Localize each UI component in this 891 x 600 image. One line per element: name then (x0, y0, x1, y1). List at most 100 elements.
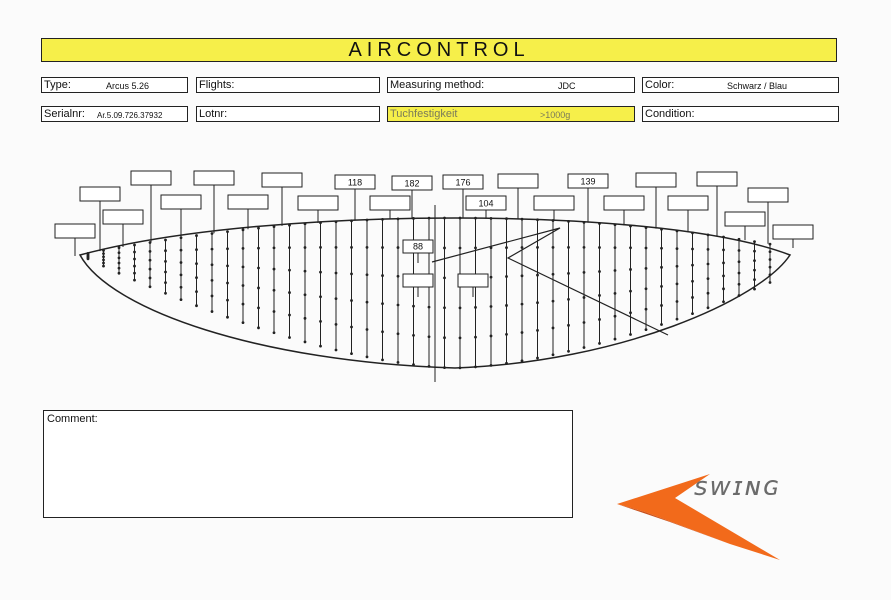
measurement-box-139 (567, 173, 609, 189)
serial-field[interactable]: Serialnr: Ar.5.09.726.37932 (41, 106, 188, 122)
line-attachment-dot (350, 299, 353, 302)
page-title: AIRCONTROL (41, 38, 837, 62)
line-attachment-dot (334, 271, 338, 275)
line-attachment-dot (737, 237, 741, 241)
tuchfestigkeit-field[interactable]: Tuchfestigkeit >1000g (387, 106, 635, 122)
line-attachment-dot (629, 289, 632, 293)
measurement-box-empty (54, 223, 96, 239)
line-attachment-dot (753, 240, 756, 244)
line-attachment-dot (644, 226, 648, 229)
line-attachment-dot (427, 246, 431, 250)
line-attachment-dot (117, 256, 121, 260)
line-attachment-dot (644, 307, 648, 311)
line-attachment-dot (691, 231, 694, 235)
line-attachment-dot (458, 216, 462, 220)
line-attachment-dot (582, 346, 586, 349)
line-attachment-dot (117, 266, 121, 270)
line-attachment-dot (753, 278, 756, 282)
measurement-box-empty (193, 170, 235, 186)
line-attachment-dot (474, 246, 477, 250)
flights-field[interactable]: Flights: (196, 77, 380, 93)
line-attachment-dot (365, 355, 369, 359)
line-attachment-dot (288, 313, 291, 317)
line-attachment-dot (443, 246, 446, 250)
line-attachment-dot (117, 246, 121, 250)
line-attachment-dot (675, 282, 679, 286)
line-attachment-dot (706, 306, 710, 310)
line-attachment-dot (396, 217, 400, 221)
condition-field[interactable]: Condition: (642, 106, 839, 122)
line-attachment-dot (350, 245, 353, 249)
line-attachment-dot (505, 361, 508, 365)
line-attachment-dot (164, 270, 167, 274)
line-attachment-dot (319, 320, 322, 323)
line-attachment-dot (722, 261, 725, 265)
line-attachment-dot (102, 249, 105, 252)
measurement-box-empty (747, 187, 789, 203)
line-attachment-dot (226, 298, 229, 302)
line-attachment-dot (567, 323, 570, 327)
line-attachment-dot (133, 257, 136, 261)
line-attachment-dot (241, 228, 245, 232)
measurement-value: 88 (413, 242, 423, 252)
line-attachment-dot (412, 275, 415, 279)
line-attachment-dot (675, 300, 679, 303)
line-attachment-dot (427, 276, 431, 279)
line-attachment-dot (768, 258, 772, 261)
line-attachment-dot (722, 287, 725, 291)
line-attachment-dot (753, 259, 756, 263)
line-attachment-dot (520, 331, 524, 334)
line-attachment-dot (644, 287, 648, 291)
line-attachment-dot (412, 363, 415, 367)
line-attachment-dot (195, 276, 198, 280)
line-attachment-dot (257, 226, 260, 230)
line-attachment-dot (195, 262, 198, 266)
measuring-method-field[interactable]: Measuring method: JDC (387, 77, 635, 93)
line-attachment-dot (303, 316, 307, 320)
line-attachment-dot (148, 241, 152, 244)
color-field[interactable]: Color: Schwarz / Blau (642, 77, 839, 93)
flights-label: Flights: (199, 79, 235, 91)
type-field[interactable]: Type: Arcus 5.26 (41, 77, 188, 93)
line-attachment-dot (443, 276, 446, 280)
line-attachment-dot (272, 331, 276, 335)
line-attachment-dot (737, 260, 741, 264)
line-attachment-dot (582, 271, 586, 274)
lotnr-field[interactable]: Lotnr: (196, 106, 380, 122)
line-attachment-dot (257, 266, 260, 270)
line-attachment-dot (660, 227, 663, 231)
line-attachment-dot (443, 306, 446, 310)
line-attachment-dot (737, 249, 741, 252)
measurement-box-empty (130, 170, 172, 186)
measurement-box-empty (369, 195, 411, 211)
line-attachment-dot (505, 332, 508, 336)
swing-logo-icon (617, 474, 780, 560)
line-attachment-dot (427, 305, 431, 309)
line-attachment-dot (164, 281, 167, 285)
line-attachment-dot (737, 294, 741, 297)
comment-label: Comment: (47, 413, 98, 425)
line-attachment-dot (691, 312, 694, 315)
line-attachment-dot (582, 321, 586, 324)
line-attachment-dot (675, 229, 679, 233)
line-attachment-dot (520, 246, 524, 249)
line-attachment-dot (241, 246, 245, 250)
line-attachment-dot (505, 246, 508, 250)
comment-box[interactable]: Comment: (43, 410, 573, 518)
line-attachment-dot (675, 264, 679, 268)
measurement-box-empty (696, 171, 738, 187)
line-attachment-dot (319, 295, 322, 299)
line-attachment-dot (474, 216, 477, 220)
line-attachment-dot (768, 242, 772, 246)
measurement-box-empty (533, 195, 575, 211)
line-attachment-dot (179, 298, 183, 302)
line-attachment-dot (629, 311, 632, 315)
line-attachment-dot (102, 261, 105, 265)
measurement-box-empty (297, 195, 339, 211)
line-attachment-dot (117, 261, 121, 265)
line-attachment-dot (412, 217, 415, 220)
line-attachment-dot (768, 265, 772, 269)
line-attachment-dot (582, 246, 586, 249)
line-attachment-dot (350, 272, 353, 276)
line-attachment-dot (381, 217, 384, 221)
